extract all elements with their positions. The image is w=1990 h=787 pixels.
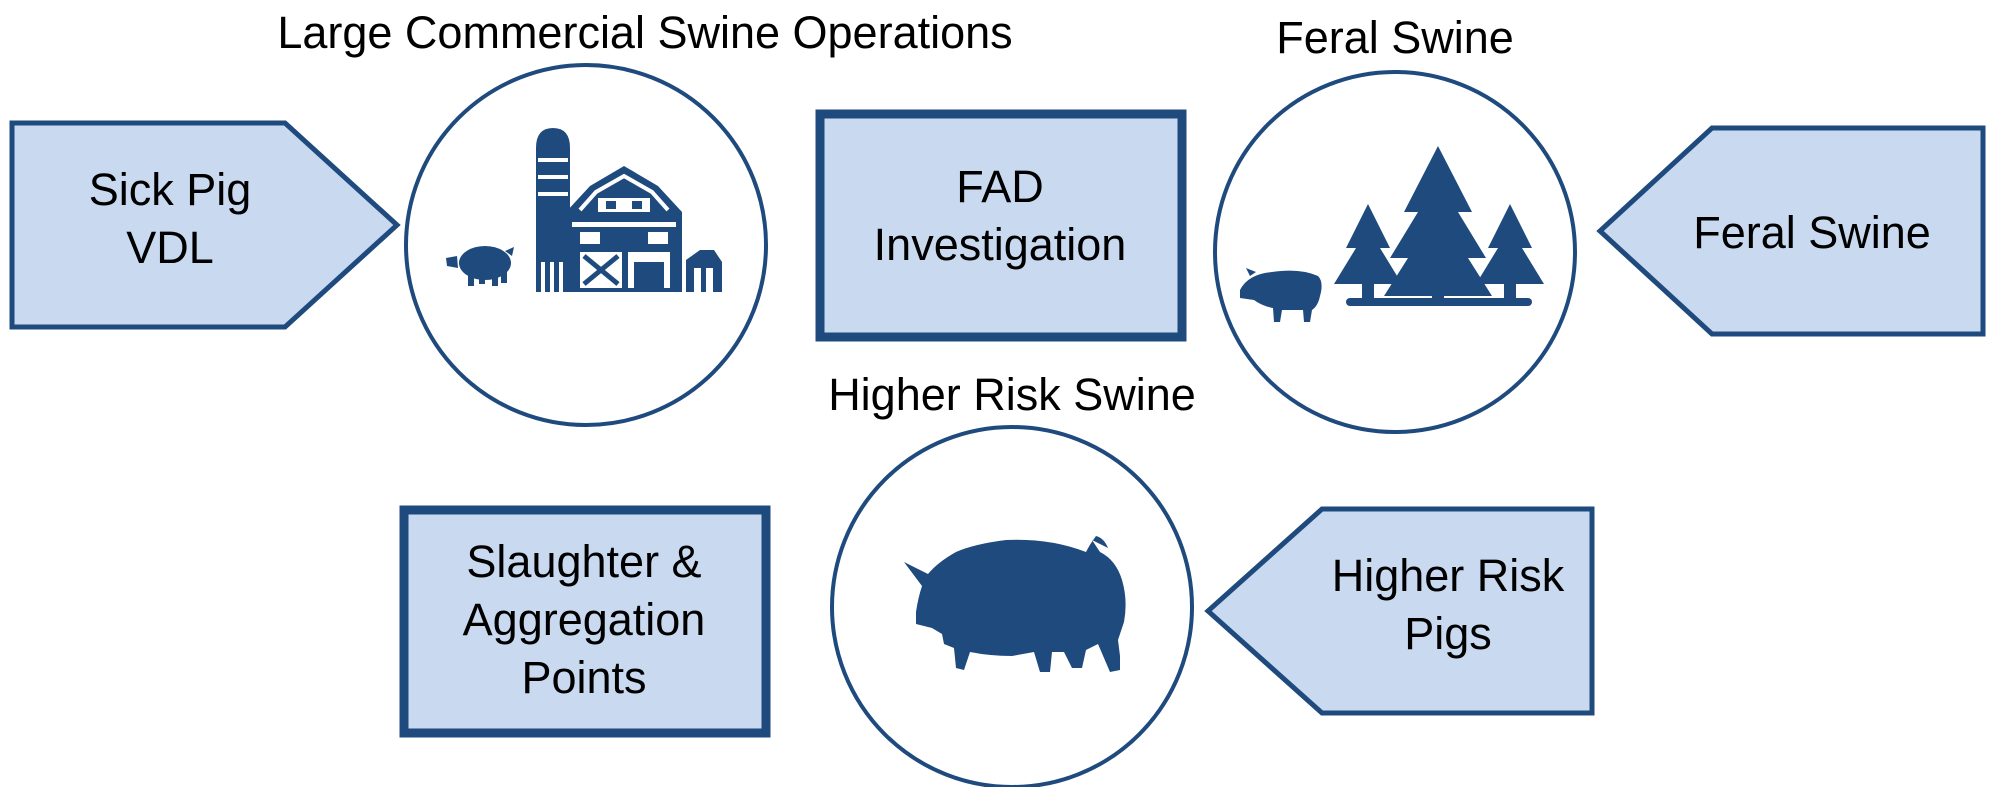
sick-pig-label-line1: Sick Pig [88, 164, 252, 215]
slaughter-label-line1: Slaughter & [466, 536, 702, 587]
higher-risk-pigs-line2: Pigs [1404, 608, 1492, 659]
pig-icon [904, 536, 1126, 672]
trees-icon [1334, 146, 1544, 306]
boar-trees-icon [1240, 146, 1544, 322]
feral-swine-title: Feral Swine [1276, 12, 1514, 63]
fad-investigation-label: FAD Investigation [874, 158, 1127, 274]
slaughter-label-line3: Points [521, 652, 647, 703]
sick-pig-vdl-arrow [9, 120, 401, 330]
feral-label-line1: Feral Swine [1693, 207, 1931, 258]
feral-swine-label: Feral Swine [1693, 204, 1931, 262]
slaughter-aggregation-box [399, 505, 771, 738]
fad-label-line2: Investigation [873, 219, 1127, 270]
small-pig-icon [446, 246, 514, 286]
higher-risk-pigs-arrow [1204, 506, 1595, 716]
higher-risk-swine-title: Higher Risk Swine [828, 369, 1196, 420]
slaughter-label-line2: Aggregation [462, 594, 706, 645]
farm-barn-silo-icon [446, 128, 722, 292]
commercial-operations-title: Large Commercial Swine Operations [277, 7, 1013, 58]
higher-risk-pigs-line1: Higher Risk [1331, 550, 1565, 601]
fad-label-line1: FAD [956, 161, 1044, 212]
higher-risk-pigs-label: Higher Risk Pigs [1332, 547, 1565, 663]
sick-pig-vdl-label: Sick Pig VDL [89, 161, 252, 277]
feral-swine-arrow [1596, 125, 1986, 337]
boar-icon [1240, 268, 1322, 322]
fad-investigation-box [815, 109, 1187, 342]
sick-pig-label-line2: VDL [126, 222, 214, 273]
slaughter-aggregation-label: Slaughter & Aggregation Points [463, 533, 706, 707]
